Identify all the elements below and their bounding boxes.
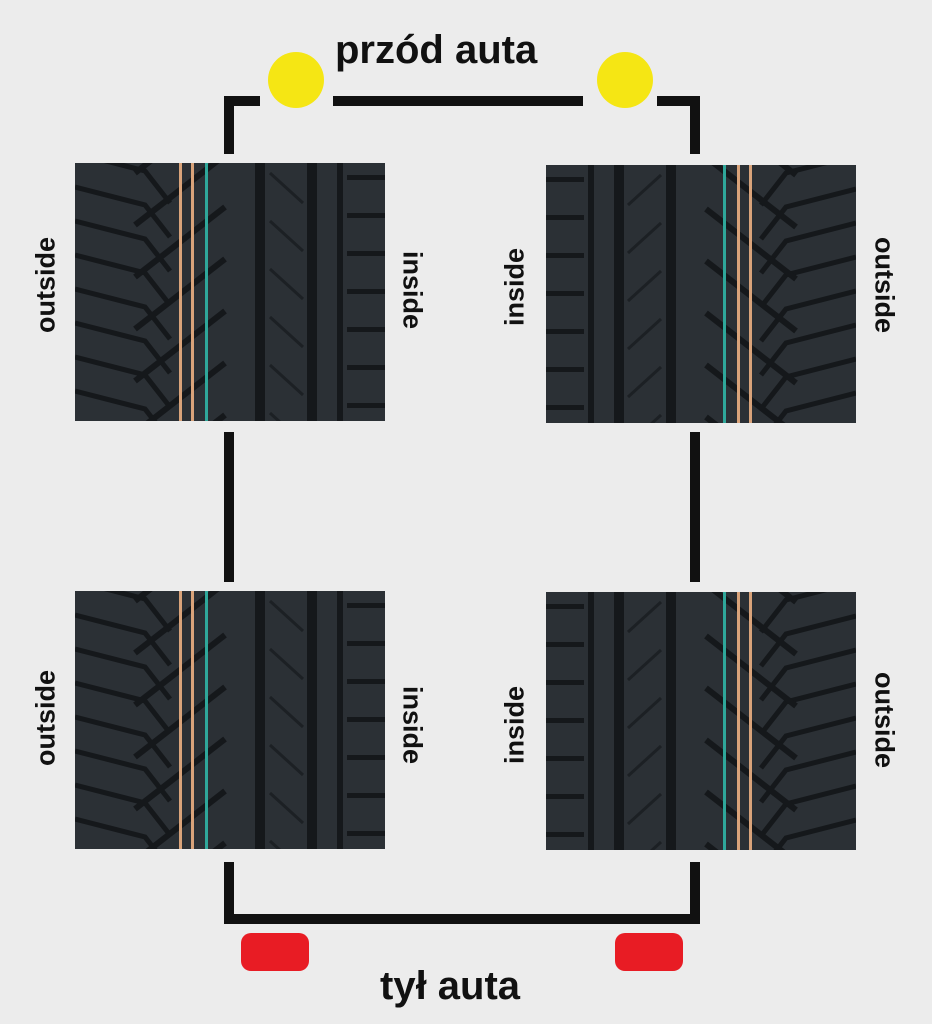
front-right-light: [597, 52, 653, 108]
right-middle-line: [690, 432, 700, 582]
rear-left-inside-label: inside: [397, 685, 428, 765]
rear-right-post: [690, 862, 700, 924]
front-left-light: [268, 52, 324, 108]
tire-front-right: [546, 165, 856, 423]
front-bar-left: [224, 96, 260, 106]
front-left-post: [224, 96, 234, 154]
front-left-outside-label: outside: [30, 236, 61, 334]
rear-left-post: [224, 862, 234, 924]
rear-left-light: [241, 933, 309, 971]
front-right-post: [690, 96, 700, 154]
tire-rear-left: [75, 591, 385, 849]
front-right-inside-label: inside: [499, 247, 530, 327]
rear-bar: [224, 914, 700, 924]
rear-left-outside-label: outside: [30, 669, 61, 767]
front-right-outside-label: outside: [869, 236, 900, 334]
tire-front-left: [75, 163, 385, 421]
rear-title: tył auta: [380, 964, 521, 1008]
front-left-inside-label: inside: [397, 250, 428, 330]
left-middle-line: [224, 432, 234, 582]
front-bar-middle: [333, 96, 583, 106]
rear-right-outside-label: outside: [869, 671, 900, 769]
front-bar-right: [657, 96, 700, 106]
rear-right-light: [615, 933, 683, 971]
front-title: przód auta: [335, 28, 538, 72]
tire-rear-right: [546, 592, 856, 850]
rear-right-inside-label: inside: [499, 685, 530, 765]
